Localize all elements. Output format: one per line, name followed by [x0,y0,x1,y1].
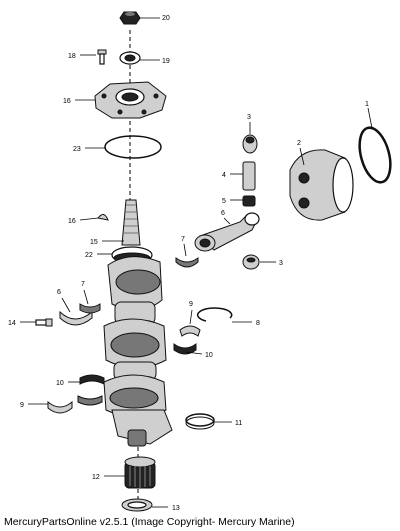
callout-7b[interactable]: 7 [81,281,85,288]
callout-21[interactable]: 20 [162,15,170,22]
callout-16[interactable]: 16 [68,218,76,225]
leader-16 [79,217,99,221]
callout-6b[interactable]: 6 [57,289,61,296]
callout-10b[interactable]: 10 [56,380,64,387]
bearing-cage-part [94,81,167,119]
leader-6b [61,297,71,313]
callout-23[interactable]: 23 [73,146,81,153]
wrist-pin-part [242,161,256,191]
retaining-ring-part [196,307,233,322]
leader-7a [183,243,187,257]
screw-part [97,49,107,65]
connecting-rod-part [194,212,260,252]
nut-part [119,11,141,25]
callout-14[interactable]: 14 [8,320,16,327]
needle-bearing-part [242,195,256,207]
leader-10a [185,351,203,355]
thrust-washer-lower-part [242,254,260,270]
callout-7a[interactable]: 7 [181,236,185,243]
bearing-roller-right-part [173,343,197,355]
washer-part [119,51,141,65]
bearing-half-lower-left-part [79,374,105,385]
callout-1[interactable]: 1 [365,101,369,108]
callout-2[interactable]: 2 [297,140,301,147]
callout-3b[interactable]: 3 [279,260,283,267]
leader-7b [83,289,89,305]
callout-19[interactable]: 18 [68,53,76,60]
callout-20[interactable]: 19 [162,58,170,65]
piston-part [289,149,354,221]
crankshaft-part [103,199,173,447]
callout-18[interactable]: 16 [63,98,71,105]
image-copyright: MercuryPartsOnline v2.5.1 (Image Copyrig… [4,516,295,528]
key-part [97,214,109,221]
piston-ring-part [358,126,392,184]
bearing-half-lower-left-2-part [47,400,73,414]
bearing-half-right-part [179,325,201,337]
leader-6a [223,217,231,225]
callout-9a[interactable]: 9 [189,301,193,308]
callout-13[interactable]: 13 [172,505,180,512]
callout-11[interactable]: 11 [235,420,242,427]
bearing-roller-lower-left-part [77,395,103,406]
roller-bearing-part [124,456,156,489]
callout-5[interactable]: 5 [222,198,226,205]
bearing-half-left-part [59,310,93,326]
callout-15[interactable]: 15 [90,239,98,246]
callout-3a[interactable]: 3 [247,114,251,121]
bearing-half-upper-part [175,257,199,268]
callout-9b[interactable]: 9 [20,402,24,409]
bearing-roller-left-part [79,303,101,314]
callout-10a[interactable]: 10 [205,352,213,359]
screw-left-part [35,318,53,327]
sealing-ring-part [185,413,215,430]
leader-9a [189,309,193,325]
leader-1 [367,107,373,129]
seal-part [121,498,153,512]
leader-2 [299,147,305,166]
callout-12[interactable]: 12 [92,474,100,481]
callout-6a[interactable]: 6 [221,210,225,217]
thrust-washer-upper-part [242,134,258,154]
o-ring-part [104,135,162,159]
callout-4[interactable]: 4 [222,172,226,179]
callout-22[interactable]: 22 [85,252,93,259]
callout-8[interactable]: 8 [256,320,260,327]
